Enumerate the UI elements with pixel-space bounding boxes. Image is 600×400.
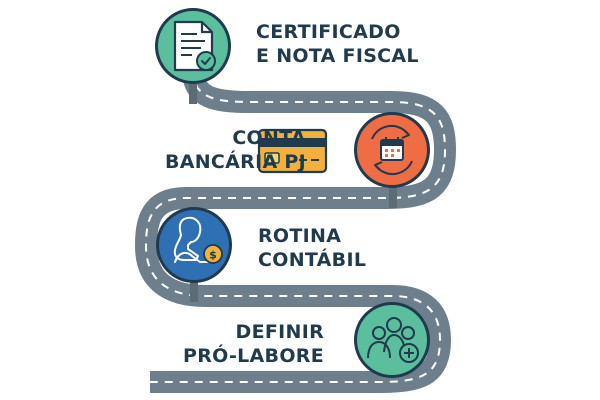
step-3-line-2: CONTÁBIL: [258, 249, 367, 271]
step-4-circle: [357, 305, 427, 375]
step-4-label: DEFINIR PRÓ-LABORE: [180, 320, 324, 368]
credit-card-icon: [257, 128, 328, 174]
step-1-line-2: E NOTA FISCAL: [256, 45, 419, 67]
step-2-line-1: CONTA: [232, 127, 306, 149]
pole-2: [389, 182, 397, 208]
road: [135, 69, 456, 393]
document-check-icon: [173, 20, 216, 72]
step-3-node: $: [156, 207, 232, 283]
step-1-label: CERTIFICADO E NOTA FISCAL: [256, 20, 419, 68]
step-3-line-1: ROTINA: [258, 225, 342, 247]
step-1-line-1: CERTIFICADO: [256, 21, 401, 43]
step-4-line-2: PRÓ-LABORE: [182, 345, 324, 367]
group-add-icon: [367, 317, 419, 363]
step-3-label: ROTINA CONTÁBIL: [258, 224, 366, 272]
road-center-line: [144, 69, 447, 383]
calendar-cycle-icon: [371, 124, 413, 176]
pole-1: [189, 80, 197, 104]
pole-3: [190, 280, 198, 302]
step-2-line-2: BANCÁRIA PJ: [164, 151, 306, 173]
step-2-label: CONTA BANCÁRIA PJ: [110, 126, 306, 174]
step-1-node: [155, 8, 231, 84]
step-2-node: [354, 112, 430, 188]
svg-text:$: $: [209, 249, 217, 262]
step-4-line-1: DEFINIR: [235, 321, 324, 343]
step-4-node: [354, 302, 430, 378]
person-coin-icon: $: [173, 216, 223, 264]
